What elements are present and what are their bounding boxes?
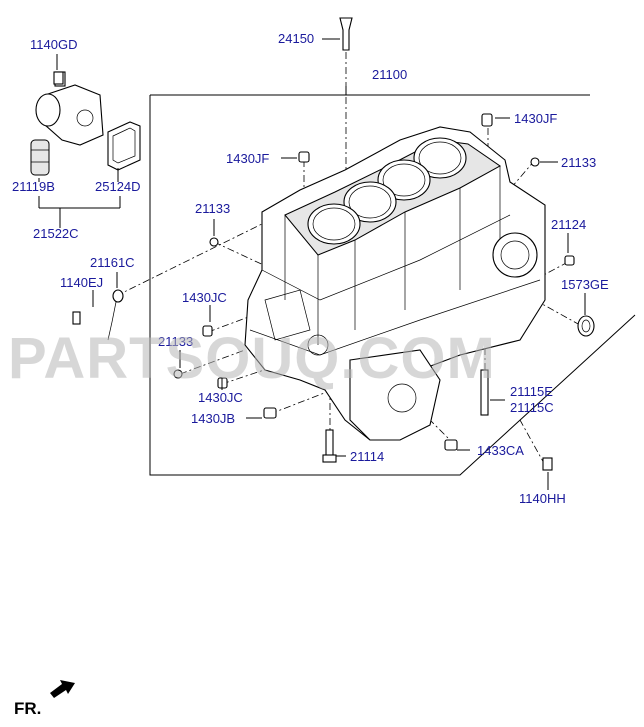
label-1140ej[interactable]: 1140EJ — [60, 275, 103, 290]
cylinder-block-illustration — [244, 126, 546, 441]
label-25124d[interactable]: 25124D — [95, 179, 141, 194]
label-24150[interactable]: 24150 — [278, 31, 314, 46]
label-1430jf-left[interactable]: 1430JF — [226, 151, 269, 166]
label-1430jb[interactable]: 1430JB — [191, 411, 235, 426]
oil-filter-gasket — [107, 121, 141, 171]
label-21133-mid[interactable]: 21133 — [158, 334, 193, 349]
label-1430jf-top[interactable]: 1430JF — [514, 111, 557, 126]
label-21114[interactable]: 21114 — [350, 449, 384, 464]
label-1430jc-a[interactable]: 1430JC — [182, 290, 227, 305]
label-21100[interactable]: 21100 — [372, 67, 407, 82]
label-leaders — [56, 38, 586, 490]
label-21133-right[interactable]: 21133 — [561, 155, 596, 170]
part-labels: 24150 21100 1140GD 1430JF 1430JF 21133 2… — [12, 31, 609, 506]
oil-filter-element — [30, 139, 50, 176]
label-21119b[interactable]: 21119B — [12, 179, 55, 194]
cylinder-bores — [307, 137, 467, 245]
front-marker: FR. — [14, 680, 75, 718]
label-1430jc-b[interactable]: 1430JC — [198, 390, 243, 405]
label-21115c[interactable]: 21115C — [510, 400, 554, 415]
label-21161c[interactable]: 21161C — [90, 255, 135, 270]
front-arrow-icon — [50, 680, 75, 698]
bracket-21522c — [38, 168, 121, 228]
assembly-frame — [149, 94, 636, 476]
label-1140hh[interactable]: 1140HH — [519, 491, 566, 506]
label-1433ca[interactable]: 1433CA — [477, 443, 524, 458]
small-parts — [53, 17, 595, 471]
label-1573ge[interactable]: 1573GE — [561, 277, 609, 292]
oil-filter-head-assembly — [35, 71, 104, 146]
label-21124[interactable]: 21124 — [551, 217, 586, 232]
label-1140gd[interactable]: 1140GD — [30, 37, 77, 52]
front-label: FR. — [14, 699, 41, 718]
watermark: PARTSOUQ.COM — [8, 326, 496, 391]
label-21522c[interactable]: 21522C — [33, 226, 79, 241]
label-21133-left[interactable]: 21133 — [195, 201, 230, 216]
label-21115e[interactable]: 21115E — [510, 384, 553, 399]
